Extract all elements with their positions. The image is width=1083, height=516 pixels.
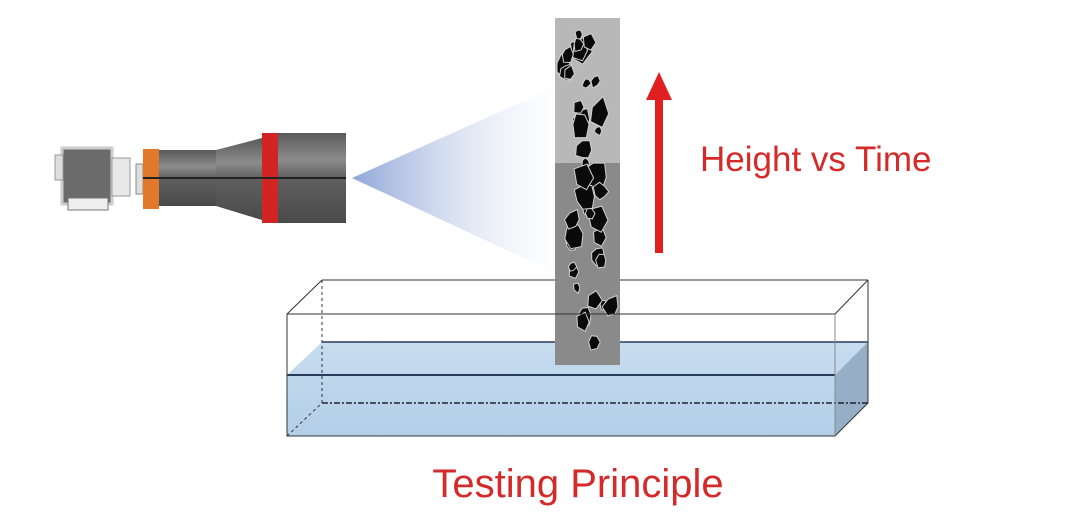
sample-strip [555, 18, 620, 365]
particle [587, 290, 604, 310]
diagram-title: Testing Principle [432, 462, 724, 506]
particle [564, 64, 576, 80]
particle [589, 95, 610, 129]
camera-icon [54, 133, 346, 223]
light-beam [352, 85, 560, 275]
water-tank [286, 279, 869, 437]
particle [581, 78, 592, 89]
particle [573, 37, 585, 53]
particle [563, 208, 580, 230]
particle [575, 140, 593, 159]
particle [574, 29, 583, 41]
particle [572, 282, 581, 295]
particle [573, 99, 585, 114]
particle [582, 32, 597, 51]
particle [561, 45, 574, 64]
height-vs-time-label: Height vs Time [700, 140, 932, 179]
particle [572, 113, 590, 139]
particle [573, 184, 595, 210]
particle [590, 75, 601, 89]
particle [573, 163, 595, 191]
particle [595, 253, 607, 269]
particle [588, 335, 601, 351]
particle [592, 181, 610, 201]
particle [593, 126, 603, 137]
arrow-up-icon [646, 72, 672, 253]
particle [567, 261, 578, 272]
